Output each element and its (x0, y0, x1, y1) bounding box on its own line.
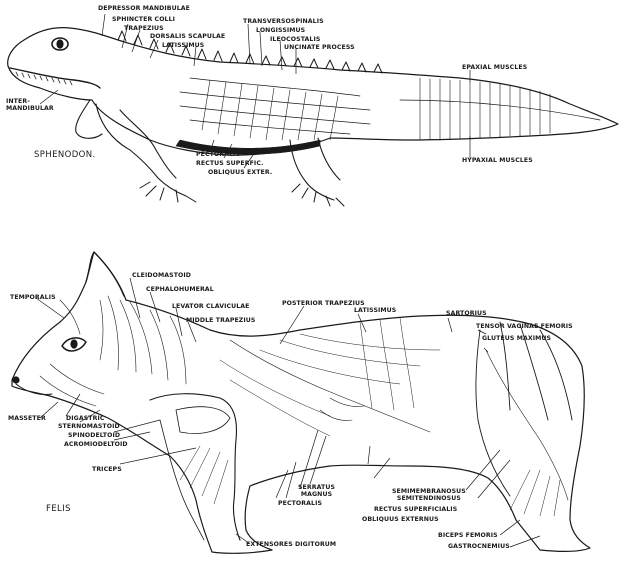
label-trapezius-sph: TRAPEZIUS (124, 25, 164, 32)
label-digastric: DIGASTRIC (66, 415, 105, 422)
label-obliquus-exter: OBLIQUUS EXTER. (208, 169, 272, 176)
label-temporalis: TEMPORALIS (10, 294, 56, 301)
label-pectoralis-sph: PECTORALIS (196, 151, 240, 158)
felis-body-outline (12, 252, 590, 553)
label-depressor-mandibulae: DEPRESSOR MANDIBULAE (98, 5, 190, 12)
felis-forelimb (150, 394, 240, 540)
label-intermandibular: INTER- MANDIBULAR (6, 98, 54, 112)
label-spinodeltoid: SPINODELTOID (68, 432, 120, 439)
label-serratus-magnus: SERRATUS MAGNUS (298, 484, 335, 498)
felis-ear (86, 252, 124, 296)
label-middle-trapezius: MIDDLE TRAPEZIUS (186, 317, 255, 324)
label-transversospinalis: TRANSVERSOSPINALIS (243, 18, 324, 25)
label-sartorius: SARTORIUS (446, 310, 487, 317)
label-obliquus-externus: OBLIQUUS EXTERNUS (362, 516, 439, 523)
label-tensor-vaginae: TENSOR VAGINAE FEMORIS (476, 323, 573, 330)
felis-title: FELIS (46, 505, 71, 514)
label-hypaxial-muscles: HYPAXIAL MUSCLES (462, 157, 533, 164)
label-cephalohumeral: CEPHALOHUMERAL (146, 286, 214, 293)
label-uncinate-process: UNCINATE PROCESS (284, 44, 355, 51)
label-ileocostalis: ILEOCOSTALIS (270, 36, 320, 43)
label-gluteus-maximus: GLUTEUS MAXIMUS (482, 335, 551, 342)
label-posterior-trapezius: POSTERIOR TRAPEZIUS (282, 300, 365, 307)
label-longissimus: LONGISSIMUS (256, 27, 305, 34)
sphenodon-title: SPHENODON. (34, 151, 96, 160)
label-latissimus-cat: LATISSIMUS (354, 307, 396, 314)
label-semimembranosus: SEMIMEMBRANOSUS SEMITENDINOSUS (392, 488, 466, 502)
label-rectus-superfic: RECTUS SUPERFIC. (196, 160, 263, 167)
label-gastrocnemius: GASTROCNEMIUS (448, 543, 510, 550)
label-triceps: TRICEPS (92, 466, 122, 473)
label-rectus-superficialis: RECTUS SUPERFICIALIS (374, 506, 457, 513)
label-extensores-digitorum: EXTENSORES DIGITORUM (246, 541, 336, 548)
label-latissimus-sph: LATISSIMUS (162, 42, 204, 49)
label-sphincter-colli: SPHINCTER COLLI (112, 16, 175, 23)
label-acromiodeltoid: ACROMIODELTOID (64, 441, 128, 448)
label-epaxial-muscles: EPAXIAL MUSCLES (462, 64, 527, 71)
label-cleidomastoid: CLEIDOMASTOID (132, 272, 191, 279)
label-sternomastoid: STERNOMASTOID (58, 423, 120, 430)
label-biceps-femoris: BICEPS FEMORIS (438, 532, 498, 539)
label-masseter: MASSETER (8, 415, 46, 422)
label-dorsalis-scapulae: DORSALIS SCAPULAE (150, 33, 225, 40)
label-pectoralis-cat: PECTORALIS (278, 500, 322, 507)
felis-hindlimb (476, 322, 572, 496)
label-levator-claviculae: LEVATOR CLAVICULAE (172, 303, 250, 310)
